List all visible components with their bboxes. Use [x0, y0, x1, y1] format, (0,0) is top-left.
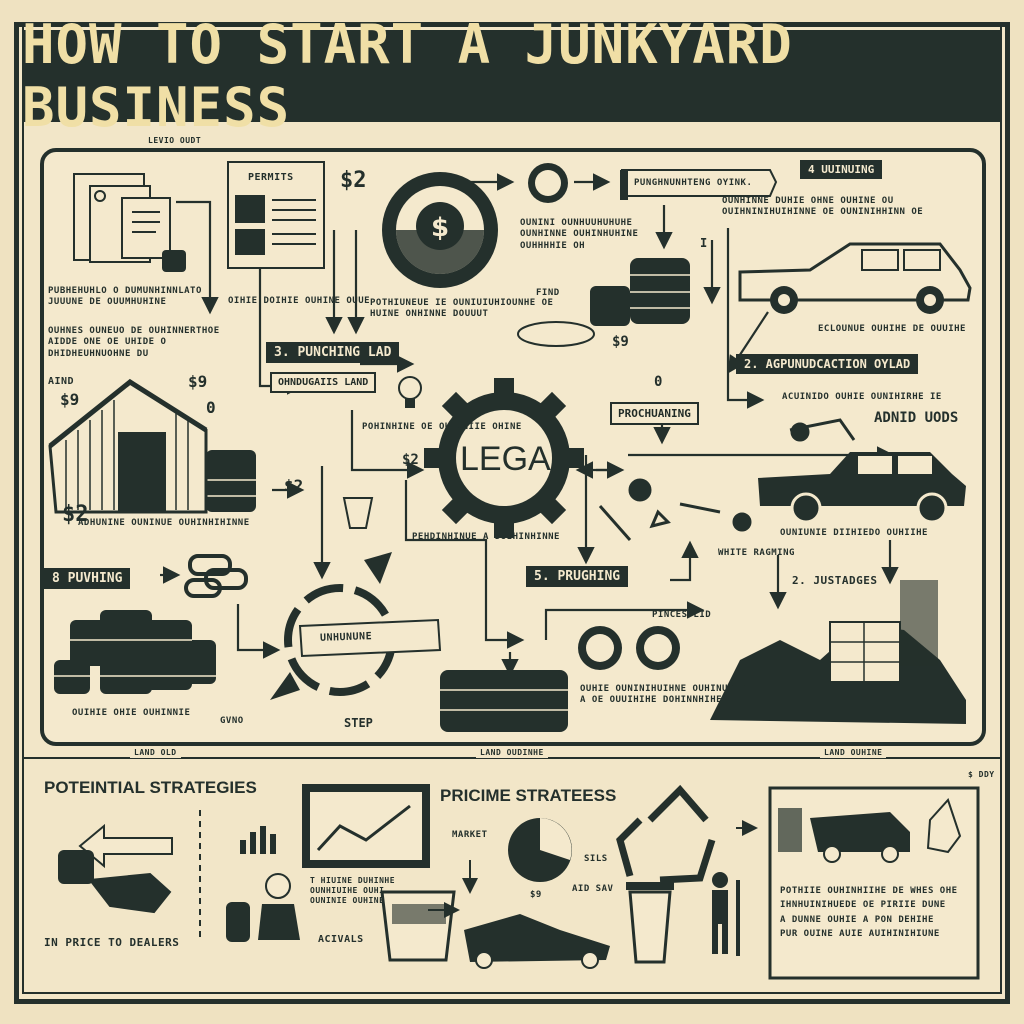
bar-chart-icon — [240, 826, 276, 854]
processing-box: PROCHUANING — [610, 402, 699, 425]
tray-icon — [517, 321, 595, 347]
step5-tag: 5. PRUGHING — [526, 566, 629, 587]
barn-icon — [48, 378, 208, 514]
note-text: ACUINIDO OUHIE OUNIHIRHE IE — [782, 392, 942, 402]
idea-bulb-icon — [398, 376, 422, 408]
land-box: OHNDUGAIIS LAND — [270, 372, 377, 393]
aind-label: AIND — [48, 376, 75, 387]
note-text: OUNINI OUNHUUHUHUHE OUNHINNE OUHINHUHINE… — [520, 218, 639, 251]
car-icon-middle — [758, 452, 966, 524]
scrap-coin-icon — [528, 163, 568, 203]
legal-gear — [424, 378, 584, 538]
white-label: WHITE RAGMING — [718, 548, 795, 558]
note-text: ADHUNINE OUNINUE OUHINHIHINNE — [78, 518, 250, 528]
lower-arrows — [428, 820, 758, 918]
sils-label: SILS — [584, 854, 608, 864]
num-label: 0 — [206, 398, 216, 417]
truck-box-text: POTHIIE OUHINHIIHE DE WHES OHE IHNHUINIH… — [780, 886, 958, 940]
funding-tag: 8 PUVHING — [44, 568, 131, 589]
note-text: T HIUINE DUHINHE OUNHIUIHE OUHI OUNINIE … — [310, 876, 396, 905]
pie-chart-icon — [508, 818, 572, 882]
lower-dividers — [22, 757, 1002, 940]
truck-box — [768, 786, 980, 980]
pieces-label: PINCES LID — [652, 610, 712, 620]
num-label: $2 — [340, 168, 367, 193]
add-uods-label: ADNID UODS — [874, 410, 959, 426]
note-text: OUHNES OUNEUO DE OUHINNERTHOE AIDDE ONE … — [48, 326, 220, 359]
section-caption: LAND OLD — [130, 748, 181, 758]
svg-text:$: $ — [431, 213, 449, 243]
num-label: $9 — [530, 890, 542, 900]
num-label: $9 — [188, 372, 208, 391]
pricing-strategies-heading: PRICIME STRATEESS — [440, 786, 617, 805]
lower-coins — [58, 850, 250, 942]
trash-bin-icon — [626, 882, 674, 964]
purchasing-land-tag: 3. PUNCHING LAD — [266, 342, 400, 363]
recycle-icon — [616, 784, 716, 884]
note-text: ECLOUNUE OUHIHE DE OUUIHE — [818, 324, 966, 334]
lower-arrow-shapes — [78, 823, 173, 914]
banner-mid-text: UNHUNUNE — [319, 631, 373, 644]
num-label: $9 — [612, 334, 629, 350]
num-label: 0 — [654, 374, 663, 390]
note-text: OUHIE OUNINIHUIHNE OUHINUIHE A OE OUUIHI… — [580, 684, 746, 706]
num-label: $9 — [60, 390, 80, 409]
banner-text: PUNGHNUNHTENG OYINK. — [634, 178, 753, 188]
aclivals-label: ACIVALS — [318, 934, 364, 945]
aid-label: AID SAV — [572, 884, 614, 894]
person-icon — [712, 872, 740, 956]
find-label: FIND — [536, 288, 560, 298]
market-label: MARKET — [452, 830, 488, 840]
num-label: $2 — [284, 476, 304, 495]
worker-icon — [258, 873, 300, 940]
scrap-pile-icon — [710, 580, 966, 724]
note-text: OUNIUNIE DIIHIEDO OUHIIHE — [780, 528, 928, 538]
step-label: STEP — [344, 716, 373, 730]
note-text: OUNHINNE DUHIE OHNE OUHINE OU OUIHNINIHU… — [722, 196, 924, 218]
section-caption: LAND OUDINHE — [476, 748, 548, 758]
step4-tag: 4 UUINUING — [800, 160, 883, 179]
note-text: OIHIE DOIHIE OUHINE OUUE — [228, 296, 371, 306]
chain-icon — [184, 554, 248, 598]
permit-document — [227, 161, 325, 269]
coin-stack-small — [162, 250, 186, 272]
money-cycle-icon: $ — [382, 172, 498, 288]
note-text: POTHIUNEUE IE OUNIUIUHIOUNHE OE HUINE ON… — [370, 298, 554, 320]
documents-icon — [73, 173, 171, 263]
potential-strategies-heading: POTEINTIAL STRATEGIES — [44, 778, 257, 797]
num-label: $2 — [62, 502, 89, 527]
disc-icons — [578, 626, 680, 670]
permits-label: PERMITS — [248, 172, 294, 183]
note-text: PEHDINHINUE A DUIHINHINNE — [412, 532, 560, 542]
note-text: POHINHINE OE OUHINIIE OHINE — [362, 422, 522, 432]
monitor-chart-icon — [302, 784, 430, 868]
banner-ribbon — [620, 169, 778, 200]
panel-caption: LEVIO OUDT — [144, 136, 206, 146]
acquisition-tag: 2. AGPUNUDCACTION OYLAD — [736, 354, 919, 374]
note-text: PUBHEHUHLO O DUMUNHINNLATO JUUUNE DE OUU… — [48, 286, 202, 308]
step-cycle-icon — [270, 552, 442, 700]
gvno-label: GVNO — [220, 716, 244, 726]
note-text: OUIHIE OHIE OUHINNIE — [72, 708, 191, 718]
wrecked-car-icon — [464, 914, 610, 969]
num-label: $2 — [402, 452, 419, 468]
justadges-label: 2. JUSTADGES — [792, 574, 878, 587]
car-icon-top — [738, 242, 972, 314]
page-title: HOW TO START A JUNKYARD BUSINESS — [22, 13, 793, 139]
section-caption: LAND OUHINE — [820, 748, 887, 758]
tools-scatter — [598, 418, 856, 541]
gddy-label: $ DDY — [968, 770, 995, 779]
legal-label: LEGAL — [460, 440, 570, 478]
pot-icon — [342, 497, 374, 529]
num-label: I — [700, 236, 708, 250]
in-price-label: IN PRICE TO DEALERS — [44, 936, 180, 949]
title-band: HOW TO START A JUNKYARD BUSINESS — [22, 13, 1002, 139]
